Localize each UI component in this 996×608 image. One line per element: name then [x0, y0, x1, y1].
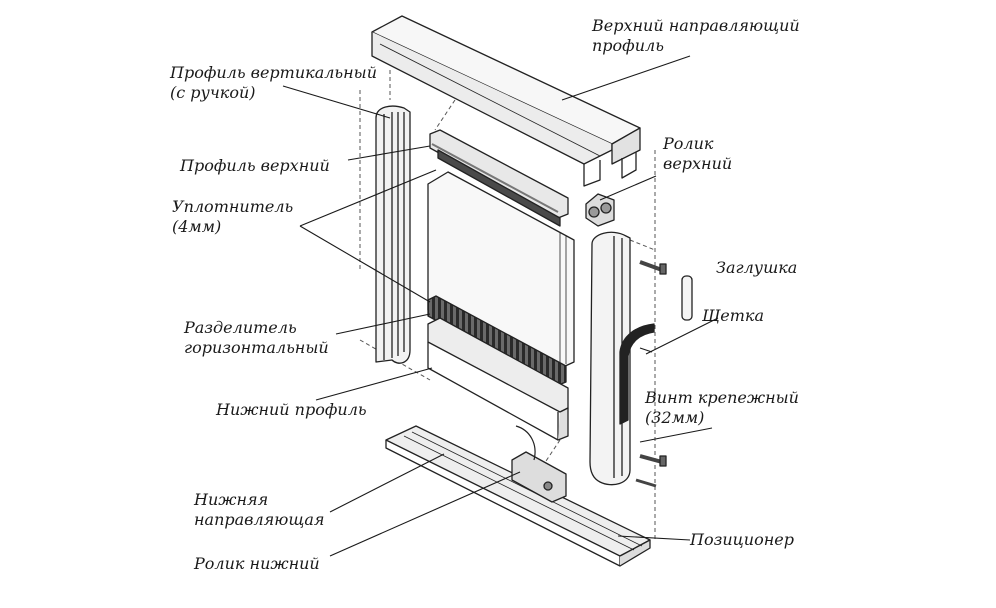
label-brush: Щетка — [702, 306, 764, 325]
bottom-profile — [427, 317, 569, 441]
seal-strip-top — [437, 149, 561, 227]
label-seal: Уплотнитель (4мм) — [172, 197, 294, 236]
screw-top — [639, 260, 667, 275]
top-roller — [585, 193, 615, 227]
label-vertical-profile: Профиль вертикальный (с ручкой) — [170, 63, 378, 102]
horizontal-divider — [427, 295, 567, 387]
bottom-roller — [511, 425, 567, 503]
label-top-profile: Профиль верхний — [180, 156, 330, 175]
vertical-handle-profile — [375, 105, 411, 364]
label-top-guide-profile: Верхний направляющий профиль — [592, 16, 800, 55]
label-bottom-roller: Ролик нижний — [194, 554, 320, 573]
end-plug — [681, 275, 693, 321]
screw-bottom — [635, 454, 667, 488]
brush — [619, 323, 655, 425]
label-screw: Винт крепежный (32мм) — [645, 388, 799, 427]
label-plug: Заглушка — [716, 258, 798, 277]
label-divider: Разделитель горизонтальный — [184, 318, 329, 357]
label-bottom-guide: Нижняя направляющая — [194, 490, 325, 529]
label-positioner: Позиционер — [690, 530, 794, 549]
bottom-guide-rail — [385, 425, 651, 567]
label-bottom-profile: Нижний профиль — [216, 400, 367, 419]
label-top-roller: Ролик верхний — [663, 134, 733, 173]
top-profile-strip — [429, 129, 569, 219]
top-guide-profile — [371, 15, 641, 187]
leader-lines — [282, 55, 719, 557]
